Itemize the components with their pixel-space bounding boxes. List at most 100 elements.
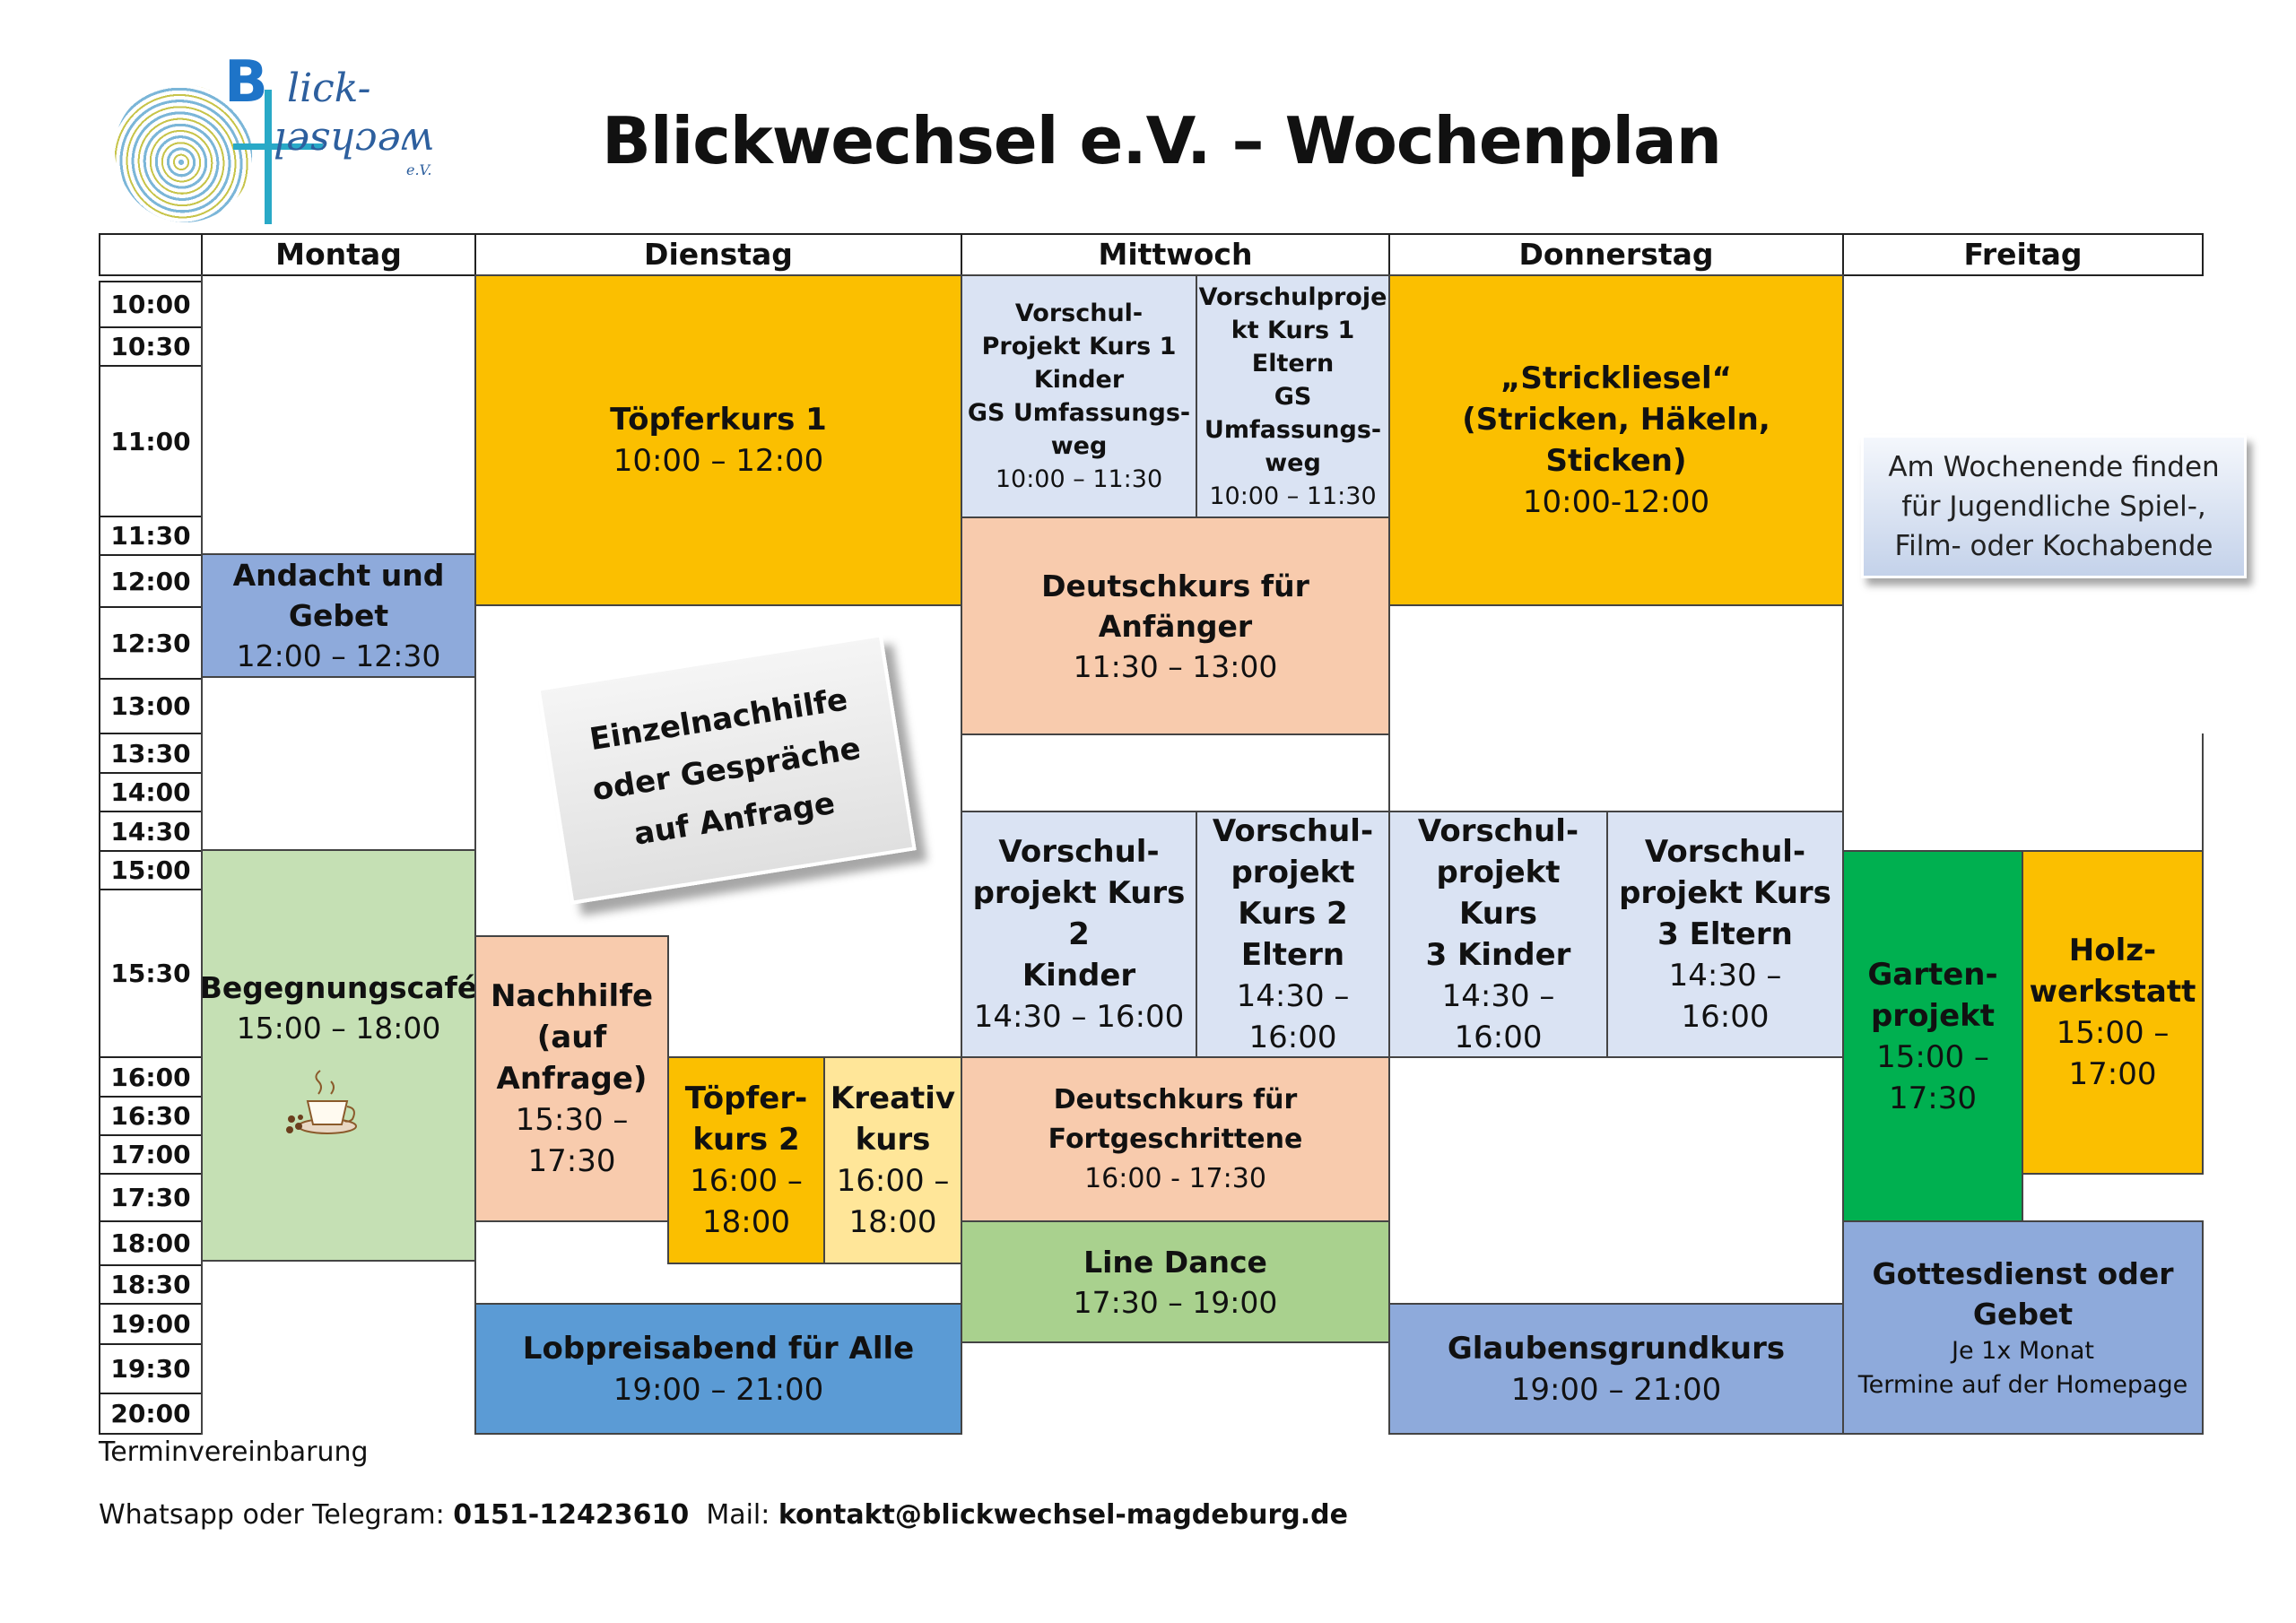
event-toepferkurs-2[interactable]: Töpfer- kurs 2 16:00 – 18:00 <box>667 1056 825 1264</box>
event-time: 12:00 – 12:30 <box>236 638 441 673</box>
time-label: 12:30 <box>99 606 203 680</box>
event-time: 14:30 – 16:00 <box>1441 978 1555 1055</box>
header-day-mittwoch: Mittwoch <box>961 233 1390 276</box>
event-title: Begegnungscafé <box>199 970 478 1005</box>
event-title: Garten- projekt <box>1867 956 1998 1034</box>
time-label: 16:30 <box>99 1096 203 1136</box>
time-label: 16:00 <box>99 1056 203 1098</box>
event-begegnungscafe[interactable]: Begegnungscafé 15:00 – 18:00 <box>199 849 478 1262</box>
logo-letter: B <box>224 49 268 116</box>
event-title: Vorschul- projekt Kurs 3 Kinder <box>1417 813 1579 973</box>
event-line-dance[interactable]: Line Dance 17:30 – 19:00 <box>961 1220 1390 1343</box>
grid-line <box>2202 733 2204 852</box>
event-title: Line Dance <box>1083 1244 1267 1280</box>
logo-text-top: lick- <box>287 65 371 111</box>
time-label: 12:00 <box>99 554 203 608</box>
event-title: Andacht und Gebet <box>232 558 445 633</box>
event-holzwerkstatt[interactable]: Holz- werkstatt 15:00 – 17:00 <box>2022 850 2204 1175</box>
event-title: Glaubensgrundkurs <box>1447 1330 1786 1367</box>
event-title: Vorschulproje kt Kurs 1 Eltern GS Umfass… <box>1198 282 1387 477</box>
event-time: 10:00 – 11:30 <box>995 465 1163 493</box>
time-label: 15:00 <box>99 850 203 890</box>
note-einzelnachhilfe: Einzelnachhilfe oder Gespräche auf Anfra… <box>536 633 917 905</box>
event-vorschulprojekt-2-kinder[interactable]: Vorschul- projekt Kurs 2 Kinder 14:30 – … <box>961 811 1197 1058</box>
event-vorschulprojekt-3-eltern[interactable]: Vorschul- projekt Kurs 3 Eltern 14:30 – … <box>1606 811 1844 1058</box>
event-title: Vorschul- projekt Kurs 2 Eltern <box>1212 813 1374 973</box>
event-title: Vorschul- projekt Kurs 2 Kinder <box>972 834 1186 994</box>
cross-icon <box>265 90 272 224</box>
event-title: Gottesdienst oder Gebet <box>1872 1255 2174 1332</box>
event-title: Kreativ kurs <box>830 1081 956 1158</box>
time-label: 11:30 <box>99 516 203 556</box>
footer-phone[interactable]: 0151-12423610 <box>453 1499 690 1531</box>
event-time: 17:30 – 19:00 <box>1073 1284 1278 1320</box>
event-vorschulprojekt-1-eltern[interactable]: Vorschulproje kt Kurs 1 Eltern GS Umfass… <box>1196 274 1390 518</box>
coffee-cup-icon <box>286 1070 357 1134</box>
time-label: 17:00 <box>99 1134 203 1175</box>
time-label: 15:30 <box>99 889 203 1058</box>
time-label: 13:00 <box>99 678 203 734</box>
event-andacht[interactable]: Andacht und Gebet 12:00 – 12:30 <box>201 553 476 678</box>
event-title: „Strickliesel“ (Stricken, Häkeln, Sticke… <box>1462 360 1770 479</box>
event-time: 10:00 – 12:00 <box>613 443 824 479</box>
time-label: 18:00 <box>99 1220 203 1266</box>
event-nachhilfe[interactable]: Nachhilfe (auf Anfrage) 15:30 – 17:30 <box>474 935 669 1222</box>
event-glaubensgrundkurs[interactable]: Glaubensgrundkurs 19:00 – 21:00 <box>1388 1303 1844 1435</box>
event-toepferkurs-1[interactable]: Töpferkurs 1 10:00 – 12:00 <box>474 274 962 606</box>
event-title: Lobpreisabend für Alle <box>522 1330 915 1367</box>
footer-terminvereinbarung: Terminvereinbarung <box>99 1436 369 1468</box>
event-gottesdienst[interactable]: Gottesdienst oder Gebet Je 1x Monat Term… <box>1842 1220 2204 1435</box>
header-day-freitag: Freitag <box>1842 233 2204 276</box>
time-label: 10:00 <box>99 281 203 328</box>
event-title: Deutschkurs für Anfänger <box>1041 568 1309 644</box>
footer-contact-label: Whatsapp oder Telegram: <box>99 1499 454 1531</box>
event-time: 16:00 – 18:00 <box>690 1163 803 1240</box>
blickwechsel-logo: B lick- wechsel e.V. <box>91 49 457 247</box>
event-title: Töpferkurs 1 <box>610 402 827 438</box>
event-vorschulprojekt-1-kinder[interactable]: Vorschul- Projekt Kurs 1 Kinder GS Umfas… <box>961 274 1197 518</box>
event-title: Vorschul- projekt Kurs 3 Eltern <box>1619 834 1831 952</box>
time-label: 10:30 <box>99 326 203 367</box>
event-deutschkurs-fortgeschrittene[interactable]: Deutschkurs für Fortgeschrittene 16:00 -… <box>961 1056 1390 1222</box>
event-time: 11:30 – 13:00 <box>1073 648 1278 684</box>
event-title: Nachhilfe (auf Anfrage) <box>490 978 654 1097</box>
event-time: Je 1x Monat Termine auf der Homepage <box>1857 1336 2188 1399</box>
header-day-montag: Montag <box>201 233 476 276</box>
event-title: Holz- werkstatt <box>2029 933 2196 1010</box>
event-strickliesel[interactable]: „Strickliesel“ (Stricken, Häkeln, Sticke… <box>1388 274 1844 606</box>
cross-bar <box>233 143 323 150</box>
event-vorschulprojekt-3-kinder[interactable]: Vorschul- projekt Kurs 3 Kinder 14:30 – … <box>1388 811 1608 1058</box>
event-title: Töpfer- kurs 2 <box>684 1081 808 1158</box>
footer-mail[interactable]: kontakt@blickwechsel-magdeburg.de <box>778 1499 1348 1531</box>
time-label: 18:30 <box>99 1264 203 1305</box>
event-time: 14:30 – 16:00 <box>1236 978 1350 1055</box>
event-time: 16:00 - 17:30 <box>1084 1162 1266 1194</box>
logo-ev: e.V. <box>406 161 432 178</box>
header-day-donnerstag: Donnerstag <box>1388 233 1844 276</box>
time-label: 11:00 <box>99 365 203 517</box>
event-time: 19:00 – 21:00 <box>1510 1371 1722 1408</box>
event-time: 15:00 – 17:30 <box>1876 1038 1989 1116</box>
time-label: 19:30 <box>99 1343 203 1394</box>
time-label: 13:30 <box>99 733 203 774</box>
event-time: 19:00 – 21:00 <box>613 1371 824 1408</box>
header-corner <box>99 233 203 276</box>
event-deutschkurs-anfaenger[interactable]: Deutschkurs für Anfänger 11:30 – 13:00 <box>961 516 1390 735</box>
footer-contact: Whatsapp oder Telegram: 0151-12423610 Ma… <box>99 1499 1348 1531</box>
event-time: 15:30 – 17:30 <box>515 1102 629 1179</box>
time-label: 14:00 <box>99 772 203 812</box>
event-time: 15:00 – 17:00 <box>2056 1015 2170 1092</box>
header-day-dienstag: Dienstag <box>474 233 962 276</box>
event-vorschulprojekt-2-eltern[interactable]: Vorschul- projekt Kurs 2 Eltern 14:30 – … <box>1196 811 1390 1058</box>
time-label: 14:30 <box>99 811 203 852</box>
event-kreativkurs[interactable]: Kreativ kurs 16:00 – 18:00 <box>823 1056 962 1264</box>
event-time: 14:30 – 16:00 <box>973 999 1185 1035</box>
event-gartenprojekt[interactable]: Garten- projekt 15:00 – 17:30 <box>1842 850 2023 1222</box>
event-time: 15:00 – 18:00 <box>236 1011 441 1046</box>
event-lobpreisabend[interactable]: Lobpreisabend für Alle 19:00 – 21:00 <box>474 1303 962 1435</box>
event-title: Vorschul- Projekt Kurs 1 Kinder GS Umfas… <box>967 299 1191 460</box>
time-label: 19:00 <box>99 1303 203 1345</box>
event-time: 16:00 – 18:00 <box>836 1163 950 1240</box>
note-wochenende: Am Wochenende finden für Jugendliche Spi… <box>1861 435 2247 578</box>
footer-mail-label: Mail: <box>689 1499 778 1531</box>
